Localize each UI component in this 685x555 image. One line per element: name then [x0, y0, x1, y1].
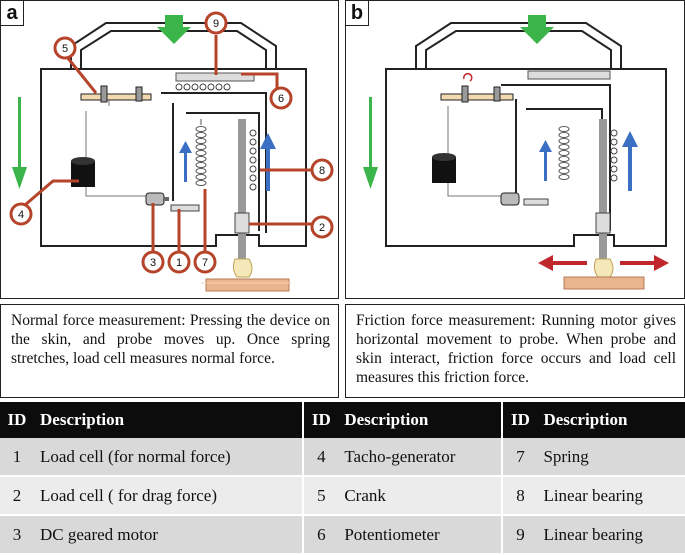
legend-table: ID Description ID Description ID Descrip… [0, 402, 685, 555]
callouts [9, 11, 334, 274]
cell-id: 1 [0, 438, 34, 477]
callout-8: 8 [319, 165, 325, 177]
table-row: 2 Load cell ( for drag force) 5 Crank 8 … [0, 476, 685, 516]
diagram-normal-force: 5 9 6 4 8 2 3 1 7 [9, 11, 334, 292]
callout-7: 7 [202, 257, 208, 269]
horizontal-arrow-icon [538, 255, 669, 271]
cell-description: Load cell ( for drag force) [34, 476, 304, 516]
caption-a: Normal force measurement: Pressing the d… [0, 304, 339, 398]
cell-id: 2 [0, 476, 34, 516]
cell-id: 6 [302, 515, 339, 555]
callout-3: 3 [150, 257, 156, 269]
panel-label: a [1, 1, 24, 26]
cell-id: 5 [302, 476, 339, 516]
callout-9: 9 [213, 18, 219, 30]
callout-1: 1 [176, 257, 182, 269]
table-row: 3 DC geared motor 6 Potentiometer 9 Line… [0, 515, 685, 555]
up-arrow-icon [179, 133, 276, 191]
header-description: Description [34, 402, 304, 438]
panel-b: b [345, 0, 685, 299]
cell-id: 3 [0, 515, 34, 555]
press-arrow-icon [157, 15, 191, 44]
caption-b: Friction force measurement: Running moto… [345, 304, 685, 398]
table-row: 1 Load cell (for normal force) 4 Tacho-g… [0, 438, 685, 477]
callout-6: 6 [278, 93, 284, 105]
cell-id: 4 [302, 438, 339, 477]
down-arrow-icon [12, 97, 27, 189]
header-id: ID [0, 402, 34, 438]
cell-description: Linear bearing [537, 476, 685, 516]
header-description: Description [537, 402, 685, 438]
panel-label: b [346, 1, 369, 26]
panel-a: 5 9 6 4 8 2 3 1 7 a [0, 0, 339, 299]
cell-id: 7 [501, 438, 538, 477]
cell-description: Linear bearing [537, 515, 685, 555]
press-arrow-icon [520, 15, 554, 44]
callout-2: 2 [319, 222, 325, 234]
caption-text: Normal force measurement: Pressing the d… [11, 312, 330, 367]
cell-description: DC geared motor [34, 515, 304, 555]
cell-description: Crank [338, 476, 503, 516]
cell-description: Load cell (for normal force) [34, 438, 304, 477]
callout-4: 4 [18, 209, 24, 221]
header-description: Description [338, 402, 503, 438]
cell-description: Potentiometer [338, 515, 503, 555]
up-arrow-icon [539, 131, 638, 191]
header-id: ID [501, 402, 538, 438]
caption-text: Friction force measurement: Running moto… [356, 312, 676, 386]
diagram-friction-force [363, 15, 669, 290]
callout-5: 5 [62, 43, 68, 55]
header-id: ID [302, 402, 339, 438]
cell-id: 8 [501, 476, 538, 516]
cell-id: 9 [501, 515, 538, 555]
cell-description: Spring [537, 438, 685, 477]
down-arrow-icon [363, 97, 378, 189]
legend-header: ID Description ID Description ID Descrip… [0, 402, 685, 438]
cell-description: Tacho-generator [338, 438, 503, 477]
